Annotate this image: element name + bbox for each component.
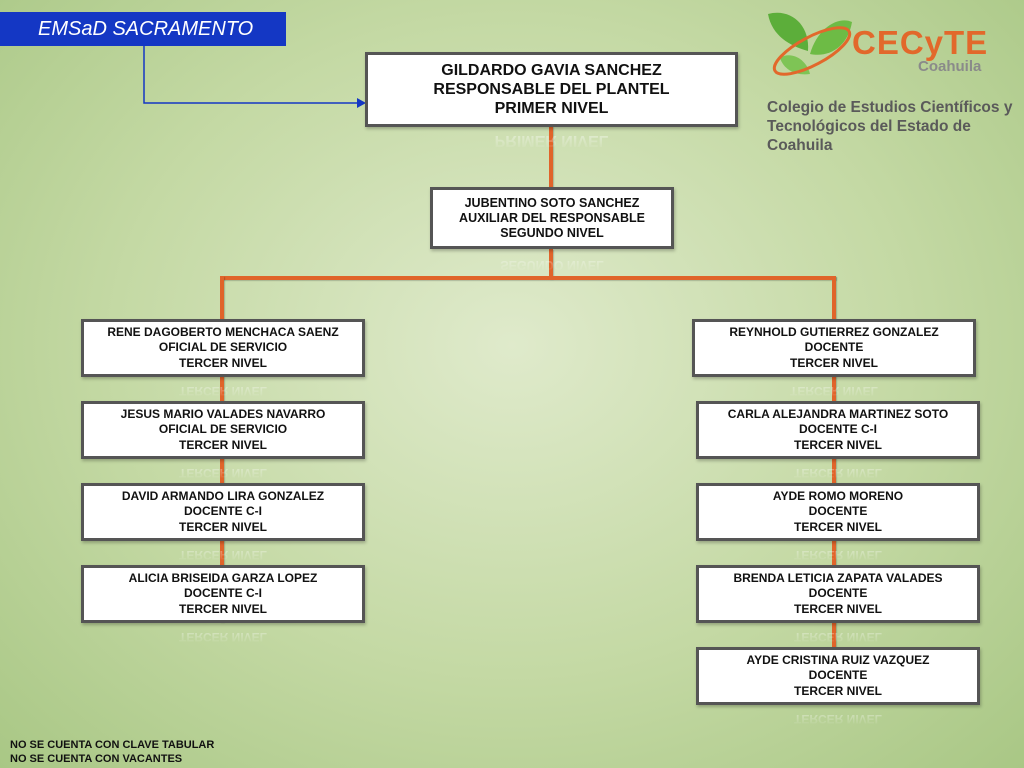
node-name: JESUS MARIO VALADES NAVARRO xyxy=(120,406,326,421)
logo-desc-line2: Tecnológicos del Estado de Coahuila xyxy=(767,118,971,154)
title-box: EMSaD SACRAMENTO xyxy=(0,12,286,46)
node-role: OFICIAL DE SERVICIO xyxy=(158,422,288,437)
node-role: DOCENTE xyxy=(808,586,868,601)
node-left-1: RENE DAGOBERTO MENCHACA SAENZ OFICIAL DE… xyxy=(81,319,365,377)
node-name: REYNHOLD GUTIERREZ GONZALEZ xyxy=(729,324,939,339)
node-level: TERCER NIVEL xyxy=(793,601,882,616)
cecyte-logo-icon xyxy=(768,12,852,76)
connector-assistant-branch xyxy=(549,249,553,279)
node-name: ALICIA BRISEIDA GARZA LOPEZ xyxy=(128,570,318,585)
logo-desc-line1: Colegio de Estudios Científicos y xyxy=(767,99,1013,116)
node-right-4: BRENDA LETICIA ZAPATA VALADES DOCENTE TE… xyxy=(696,565,980,623)
node-left-4: ALICIA BRISEIDA GARZA LOPEZ DOCENTE C-I … xyxy=(81,565,365,623)
node-right-1: REYNHOLD GUTIERREZ GONZALEZ DOCENTE TERC… xyxy=(692,319,976,377)
node-right-4-reflection: TERCER NIVEL xyxy=(793,630,882,644)
node-level: TERCER NIVEL xyxy=(789,355,878,370)
node-level: TERCER NIVEL xyxy=(793,683,882,698)
title-arrow xyxy=(143,46,366,108)
logo-description: Colegio de Estudios Científicos y Tecnol… xyxy=(767,98,1024,155)
node-left-4-reflection: TERCER NIVEL xyxy=(178,630,267,644)
node-level: TERCER NIVEL xyxy=(178,601,267,616)
node-level: TERCER NIVEL xyxy=(178,355,267,370)
node-role: RESPONSABLE DEL PLANTEL xyxy=(433,81,670,98)
node-right-2: CARLA ALEJANDRA MARTINEZ SOTO DOCENTE C-… xyxy=(696,401,980,459)
connector-right-vertical xyxy=(832,276,836,648)
node-name: BRENDA LETICIA ZAPATA VALADES xyxy=(733,570,943,585)
node-name: DAVID ARMANDO LIRA GONZALEZ xyxy=(121,488,325,503)
node-role: AUXILIAR DEL RESPONSABLE xyxy=(459,210,645,225)
node-name: RENE DAGOBERTO MENCHACA SAENZ xyxy=(107,324,339,339)
node-left-3: DAVID ARMANDO LIRA GONZALEZ DOCENTE C-I … xyxy=(81,483,365,541)
node-name: CARLA ALEJANDRA MARTINEZ SOTO xyxy=(727,406,949,421)
node-right-2-reflection: TERCER NIVEL xyxy=(793,466,882,480)
connector-horizontal xyxy=(220,276,836,280)
node-right-3-reflection: TERCER NIVEL xyxy=(793,548,882,562)
node-right-3: AYDE ROMO MORENO DOCENTE TERCER NIVEL xyxy=(696,483,980,541)
node-name: GILDARDO GAVIA SANCHEZ xyxy=(441,62,662,79)
connector-director-assistant xyxy=(549,126,553,188)
node-right-5-reflection: TERCER NIVEL xyxy=(793,712,882,726)
node-level: SEGUNDO NIVEL xyxy=(500,225,604,240)
node-role: DOCENTE xyxy=(804,340,864,355)
node-role: DOCENTE xyxy=(808,504,868,519)
node-name: JUBENTINO SOTO SANCHEZ xyxy=(464,195,640,210)
footer-line2: NO SE CUENTA CON VACANTES xyxy=(10,753,183,765)
node-name: AYDE ROMO MORENO xyxy=(772,488,904,503)
node-role: DOCENTE C-I xyxy=(799,422,877,437)
logo-name: CECyTE xyxy=(852,24,989,61)
node-level: TERCER NIVEL xyxy=(178,519,267,534)
node-level: PRIMER NIVEL xyxy=(494,100,609,117)
node-left-2: JESUS MARIO VALADES NAVARRO OFICIAL DE S… xyxy=(81,401,365,459)
page-title: EMSaD SACRAMENTO xyxy=(38,18,254,40)
node-level: TERCER NIVEL xyxy=(793,437,882,452)
footer-notes: NO SE CUENTA CON CLAVE TABULAR NO SE CUE… xyxy=(10,738,214,766)
node-director: GILDARDO GAVIA SANCHEZ RESPONSABLE DEL P… xyxy=(365,52,738,127)
footer-line1: NO SE CUENTA CON CLAVE TABULAR xyxy=(10,739,215,751)
node-level: TERCER NIVEL xyxy=(793,519,882,534)
node-right-5: AYDE CRISTINA RUIZ VAZQUEZ DOCENTE TERCE… xyxy=(696,647,980,705)
node-role: OFICIAL DE SERVICIO xyxy=(158,340,288,355)
node-assistant: JUBENTINO SOTO SANCHEZ AUXILIAR DEL RESP… xyxy=(430,187,674,249)
node-role: DOCENTE C-I xyxy=(184,586,262,601)
node-level: TERCER NIVEL xyxy=(178,437,267,452)
node-role: DOCENTE xyxy=(808,668,868,683)
node-name: AYDE CRISTINA RUIZ VAZQUEZ xyxy=(746,652,930,667)
node-role: DOCENTE C-I xyxy=(184,504,262,519)
logo-state: Coahuila xyxy=(918,58,982,75)
